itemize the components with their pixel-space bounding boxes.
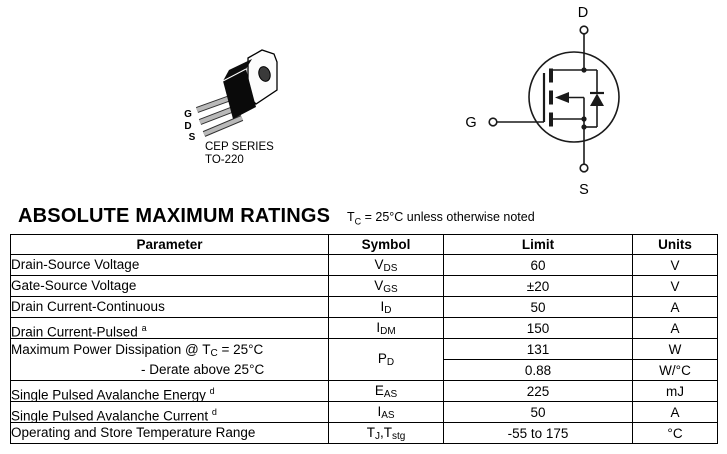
units-cell: V xyxy=(632,275,718,297)
limit-cell: 150 xyxy=(443,317,633,339)
mosfet-symbol-diagram: D G S xyxy=(465,5,620,198)
body-diode xyxy=(584,70,604,128)
drain-label: D xyxy=(578,5,588,21)
units-cell: A xyxy=(632,296,718,318)
limit-cell: ±20 xyxy=(443,275,633,297)
limit-cell: 0.88 xyxy=(443,359,633,381)
parameter-cell: Drain-Source Voltage xyxy=(10,254,329,276)
limit-cell: 50 xyxy=(443,401,633,423)
symbol-cell: IAS xyxy=(328,401,444,423)
symbol-cell: EAS xyxy=(328,380,444,402)
header-units: Units xyxy=(632,234,718,255)
gate-label: G xyxy=(465,115,476,131)
source-label: S xyxy=(579,182,589,198)
pin-label-source: S xyxy=(189,132,196,143)
limit-cell: 225 xyxy=(443,380,633,402)
gate-terminal-circle xyxy=(488,117,498,127)
tab-hole xyxy=(258,66,271,82)
parameter-cell: Gate-Source Voltage xyxy=(10,275,329,297)
limit-cell: 131 xyxy=(443,338,633,360)
limit-cell: 60 xyxy=(443,254,633,276)
parameter-cell: Drain Current-Pulsed a xyxy=(10,317,329,339)
table-header-row: Parameter Symbol Limit Units xyxy=(10,234,718,255)
pin-label-drain: D xyxy=(184,121,191,132)
symbol-cell: ID xyxy=(328,296,444,318)
pin-label-gate: G xyxy=(184,109,192,120)
ratings-table: Parameter Symbol Limit Units Drain-Sourc… xyxy=(10,234,718,444)
symbol-cell: VDS xyxy=(328,254,444,276)
units-cell: A xyxy=(632,401,718,423)
symbol-envelope-circle xyxy=(528,51,620,143)
symbol-cell: VGS xyxy=(328,275,444,297)
symbol-cell: PD xyxy=(328,338,444,381)
units-cell: A xyxy=(632,317,718,339)
limit-cell: 50 xyxy=(443,296,633,318)
header-parameter: Parameter xyxy=(10,234,329,255)
parameter-cell: Single Pulsed Avalanche Current d xyxy=(10,401,329,423)
parameter-cell: Maximum Power Dissipation @ TC = 25°C- D… xyxy=(10,338,329,381)
package-caption-series: CEP SERIES xyxy=(205,141,274,153)
package-body xyxy=(222,59,256,119)
limit-cell: -55 to 175 xyxy=(443,422,633,444)
parameter-cell: Drain Current-Continuous xyxy=(10,296,329,318)
units-cell: mJ xyxy=(632,380,718,402)
package-caption-type: TO-220 xyxy=(205,154,244,166)
symbol-cell: TJ,Tstg xyxy=(328,422,444,444)
to220-package-drawing: G D S CEP SERIES TO-220 xyxy=(184,49,278,166)
parameter-cell: Operating and Store Temperature Range xyxy=(10,422,329,444)
units-cell: W xyxy=(632,338,718,360)
header-limit: Limit xyxy=(443,234,633,255)
body-arrow xyxy=(555,92,585,119)
source-terminal-circle xyxy=(579,163,589,173)
table-row: Maximum Power Dissipation @ TC = 25°C- D… xyxy=(10,338,718,381)
section-condition: TC = 25°C unless otherwise noted xyxy=(347,210,535,227)
units-cell: W/°C xyxy=(632,359,718,381)
units-cell: V xyxy=(632,254,718,276)
header-symbol: Symbol xyxy=(328,234,444,255)
symbol-cell: IDM xyxy=(328,317,444,339)
drain-terminal-circle xyxy=(579,25,589,35)
section-title: ABSOLUTE MAXIMUM RATINGS xyxy=(18,205,331,227)
parameter-cell: Single Pulsed Avalanche Energy d xyxy=(10,380,329,402)
units-cell: °C xyxy=(632,422,718,444)
